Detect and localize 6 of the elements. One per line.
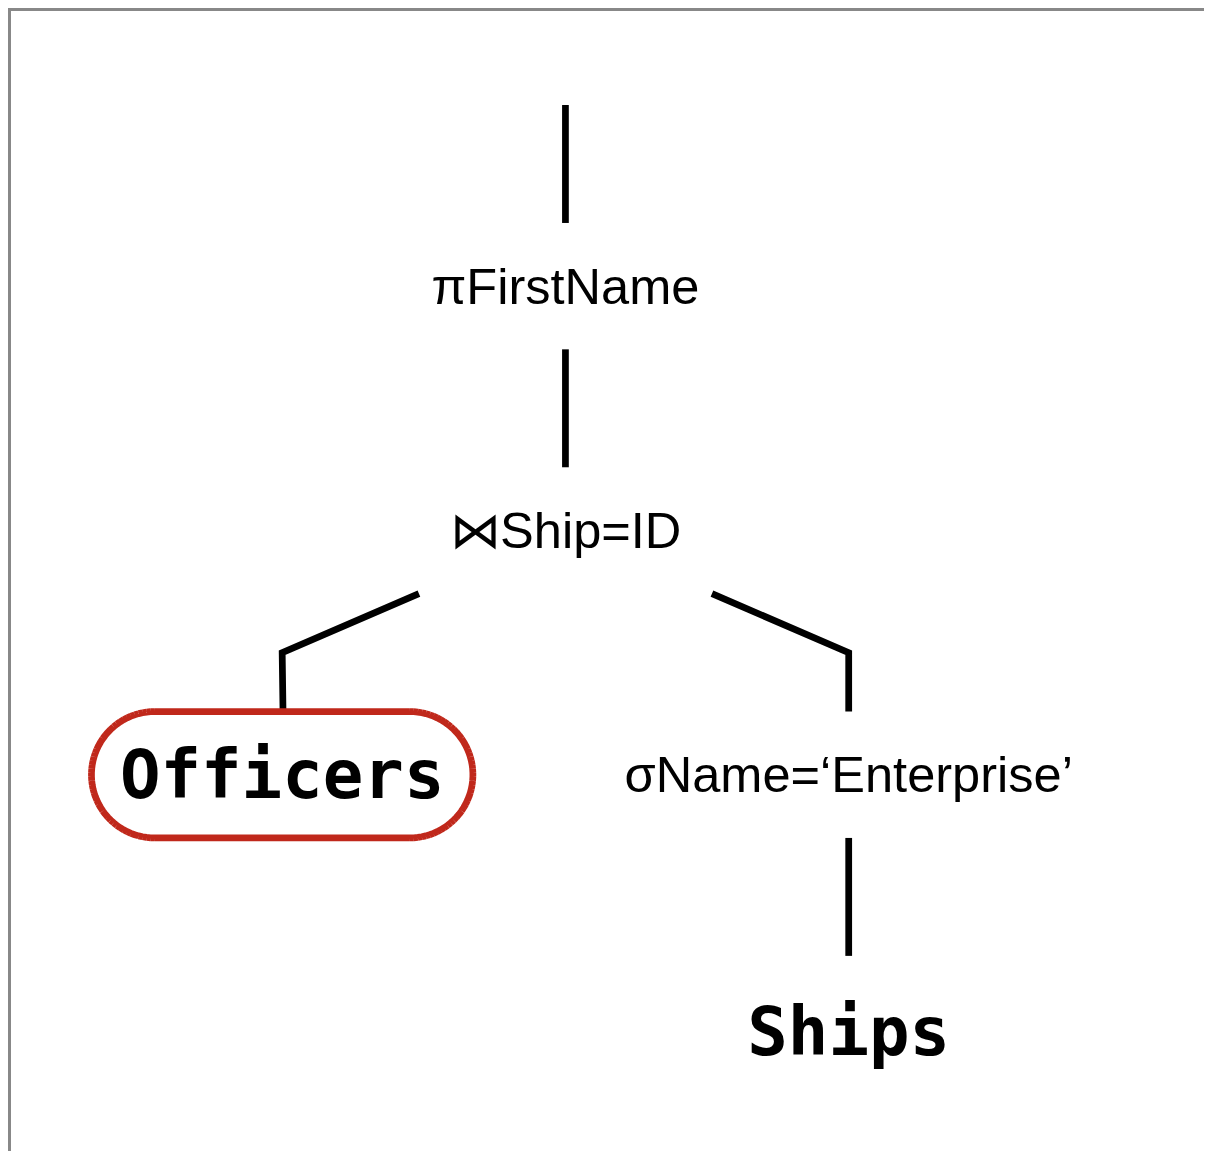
operator-label: Ships	[747, 992, 951, 1071]
circled-relation-label: Officers	[88, 708, 477, 842]
operator-label: σName=‘Enterprise’	[624, 746, 1073, 803]
connector-line	[710, 590, 853, 712]
operator-label: ⋈Ship=ID	[449, 502, 682, 559]
operator-label: πFirstName	[431, 258, 700, 314]
